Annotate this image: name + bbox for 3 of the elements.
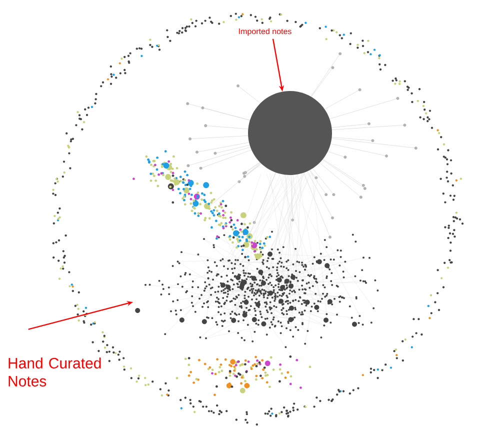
cluster-circle bbox=[248, 91, 332, 175]
annotation-text: Hand Curated Notes bbox=[8, 357, 101, 386]
annotation-text: Imported notes bbox=[239, 28, 292, 36]
